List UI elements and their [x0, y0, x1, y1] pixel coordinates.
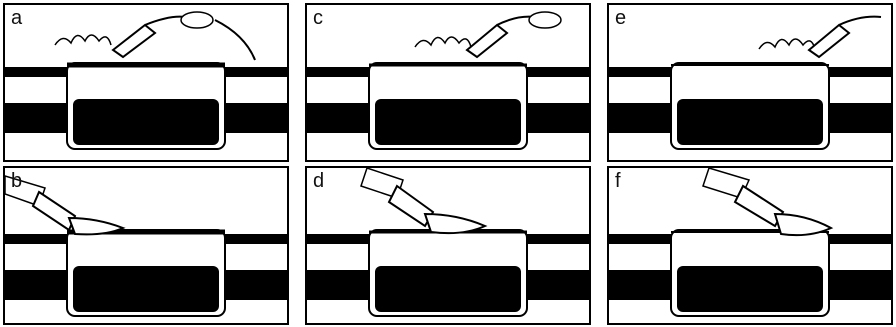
- torch-icon: [113, 25, 155, 57]
- panel-a: a: [3, 3, 289, 162]
- glove-cuff: [33, 192, 75, 230]
- pipe-sleeve-illustration: [609, 168, 891, 323]
- sleeve-shadow: [73, 99, 219, 145]
- gloved-hand-icon: [69, 218, 123, 234]
- panel-e: e: [607, 3, 893, 162]
- pipe-sleeve-illustration: [609, 5, 891, 160]
- panel-label: a: [11, 8, 22, 28]
- panel-label: c: [313, 8, 323, 28]
- hose-line: [215, 20, 255, 60]
- pipe-sleeve-illustration: [5, 5, 287, 160]
- pipe-sleeve-illustration: [307, 168, 589, 323]
- panel-label: b: [11, 171, 22, 191]
- torch-icon: [809, 25, 849, 57]
- flame-icon: [55, 35, 111, 45]
- pipe-sleeve-illustration: [307, 5, 589, 160]
- pipe-sleeve-illustration: [5, 168, 287, 323]
- hand-icon: [529, 12, 561, 28]
- hand-icon: [181, 12, 213, 28]
- gloved-hand-icon: [425, 214, 485, 233]
- panel-label: d: [313, 171, 324, 191]
- flame-icon: [415, 37, 471, 47]
- flame-icon: [759, 39, 815, 49]
- panel-c: c: [305, 3, 591, 162]
- panel-label: f: [615, 171, 621, 191]
- panel-label: e: [615, 8, 626, 28]
- panel-d: d: [305, 166, 591, 325]
- panel-b: b: [3, 166, 289, 325]
- gloved-hand-icon: [775, 214, 831, 235]
- torch-icon: [467, 25, 507, 57]
- panel-f: f: [607, 166, 893, 325]
